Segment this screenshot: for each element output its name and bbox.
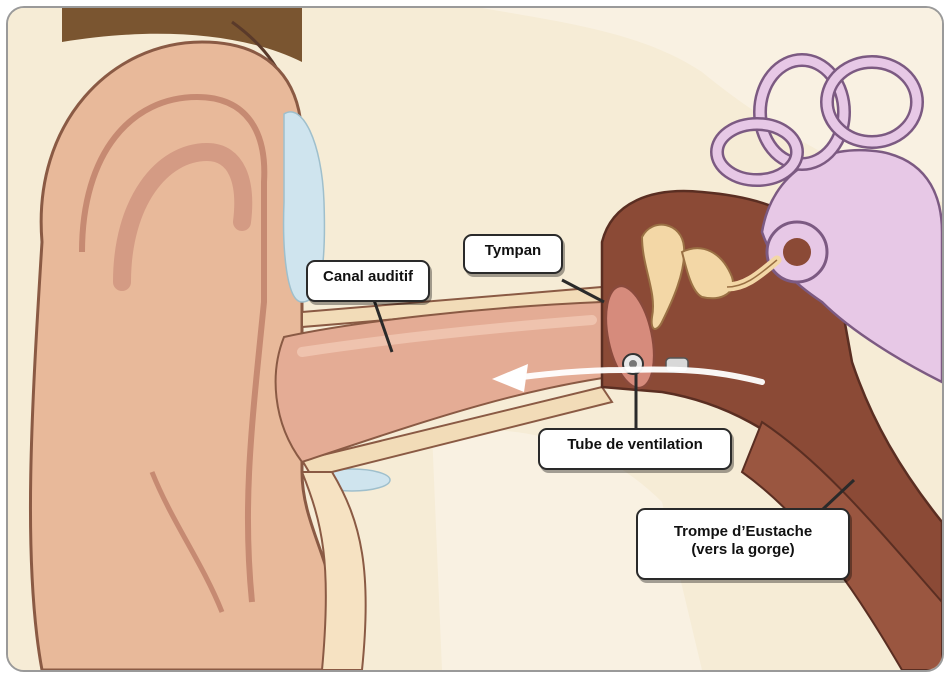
label-tube-text: Tube de ventilation (567, 436, 703, 453)
label-trompe-line1: Trompe d’Eustache (648, 523, 838, 541)
label-trompe-line2: (vers la gorge) (648, 541, 838, 559)
label-tympan: Tympan (463, 234, 563, 274)
label-canal-auditif: Canal auditif (306, 260, 430, 302)
label-tympan-text: Tympan (485, 242, 541, 259)
label-tube-ventilation: Tube de ventilation (538, 428, 732, 470)
label-canal-text: Canal auditif (323, 268, 413, 285)
diagram-frame: Canal auditif Tympan Tube de ventilation… (6, 6, 944, 672)
label-trompe-eustache: Trompe d’Eustache (vers la gorge) (636, 508, 850, 580)
